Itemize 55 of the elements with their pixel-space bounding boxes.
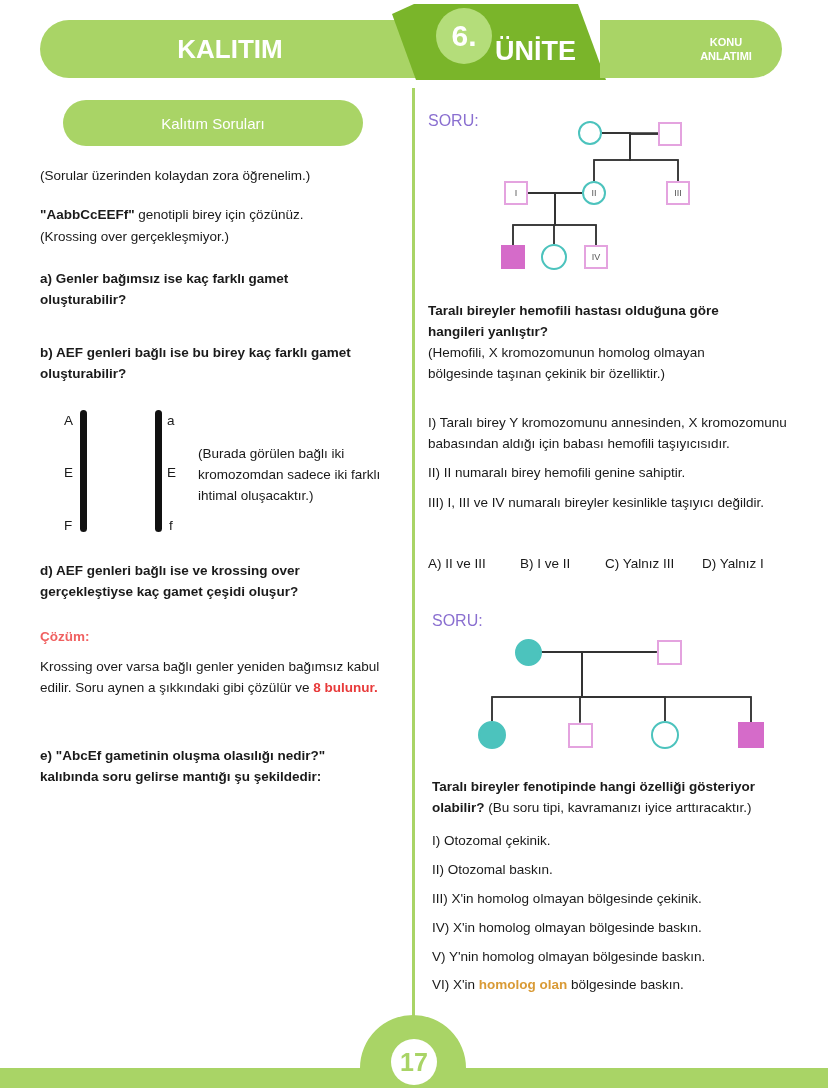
question-text: b) AEF genleri bağlı ise bu birey kaç farklı gamet oluşturabilir? bbox=[40, 344, 352, 383]
answer-option: A) II ve III bbox=[428, 553, 518, 574]
statement-text: I) Otozomal çekinik. bbox=[432, 832, 552, 850]
pedigree-square bbox=[658, 122, 682, 146]
gene-letter: E bbox=[64, 464, 74, 482]
statement-text: VI) X'in homolog olan bölgesinde baskın. bbox=[432, 976, 685, 994]
statement-text: II) II numaralı birey hemofili genine sahiptir. bbox=[428, 464, 687, 482]
shaded-pedigree-square bbox=[738, 722, 764, 748]
pedigree-line bbox=[554, 192, 597, 246]
question-heading: SORU: bbox=[432, 611, 484, 631]
gene-letter: A bbox=[64, 412, 74, 430]
gene-letter: F bbox=[64, 517, 74, 535]
pedigree-circle bbox=[651, 721, 679, 749]
shaded-pedigree-circle bbox=[514, 638, 542, 666]
note-text: (Hemofili, X kromozomunun homolog olmayan bölgesinde taşınan çekinik bir özelliktir.) bbox=[428, 344, 706, 383]
statement-text: I) Taralı birey Y kromozomunu annesinden, X kromozomunu babasından aldığı için babası hemofili taşıyıcısıdır. bbox=[428, 414, 788, 453]
pedigree-square: I bbox=[504, 181, 528, 205]
pedigree-square bbox=[567, 722, 593, 748]
pedigree-square bbox=[656, 639, 682, 665]
unit-band bbox=[392, 4, 606, 80]
section-title-pill: Kalıtım Soruları bbox=[63, 100, 363, 146]
pedigree-square: III bbox=[666, 181, 690, 205]
pedigree-square: IV bbox=[584, 245, 608, 269]
gene-letter: f bbox=[169, 517, 174, 535]
answer-option: C) Yalnız III bbox=[605, 553, 700, 574]
answer-option: B) I ve II bbox=[520, 553, 600, 574]
question-heading: SORU: bbox=[428, 111, 480, 131]
statement-text: III) X'in homolog olmayan bölgesinde çekinik. bbox=[432, 890, 703, 908]
statement-text: III) I, III ve IV numaralı bireyler kesinlikle taşıyıcı değildir. bbox=[428, 494, 766, 512]
unit-heading: ÜNİTE bbox=[495, 36, 576, 66]
solution-heading: Çözüm: bbox=[40, 628, 91, 646]
statement-text: IV) X'in homolog olmayan bölgesinde baskın. bbox=[432, 919, 703, 937]
answer-option: D) Yalnız I bbox=[702, 553, 792, 574]
pedigree-circle bbox=[578, 121, 602, 145]
solution-text: Krossing over varsa bağlı genler yeniden bağımsız kabul edilir. Soru aynen a şıkkındaki gibi çözülür ve 8 bulunur. bbox=[40, 658, 381, 697]
note-text: (Krossing over gerçekleşmiyor.) bbox=[40, 228, 231, 246]
instruction-text: "AabbCcEEFf" genotipli birey için çözünüz. bbox=[40, 206, 305, 224]
note-text: (Burada görülen bağlı iki kromozomdan sadece iki farklı ihtimal oluşacaktır.) bbox=[198, 445, 382, 505]
shaded-pedigree-square bbox=[501, 245, 525, 269]
pedigree-circle: II bbox=[582, 181, 606, 205]
pedigree-circle bbox=[541, 244, 567, 270]
gene-letter: E bbox=[167, 464, 177, 482]
statement-text: V) Y'nin homolog olmayan bölgesinde baskın. bbox=[432, 948, 707, 966]
pedigree-line bbox=[581, 651, 752, 723]
question-text: a) Genler bağımsız ise kaç farklı gamet oluşturabilir? bbox=[40, 270, 290, 309]
pedigree-line bbox=[629, 133, 679, 182]
question-text: Taralı bireyler fenotipinde hangi özelliği gösteriyor olabilir? (Bu soru tipi, kavramanızı iyice arttıracaktır.) bbox=[432, 778, 757, 817]
shaded-pedigree-circle bbox=[478, 721, 506, 749]
note-text: (Sorular üzerinden kolaydan zora öğrenelim.) bbox=[40, 167, 312, 185]
question-text: e) "AbcEf gametinin oluşma olasılığı nedir?" kalıbında soru gelirse mantığı şu şekildedir: bbox=[40, 747, 327, 786]
header-band: KONU ANLATIMI bbox=[600, 20, 782, 78]
question-text: d) AEF genleri bağlı ise ve krossing over gerçekleştiyse kaç gamet çeşidi oluşur? bbox=[40, 562, 301, 601]
statement-text: II) Otozomal baskın. bbox=[432, 861, 554, 879]
question-text: Taralı bireyler hemofili hastası olduğuna göre hangileri yanlıştır? bbox=[428, 302, 720, 341]
gene-letter: a bbox=[167, 412, 176, 430]
